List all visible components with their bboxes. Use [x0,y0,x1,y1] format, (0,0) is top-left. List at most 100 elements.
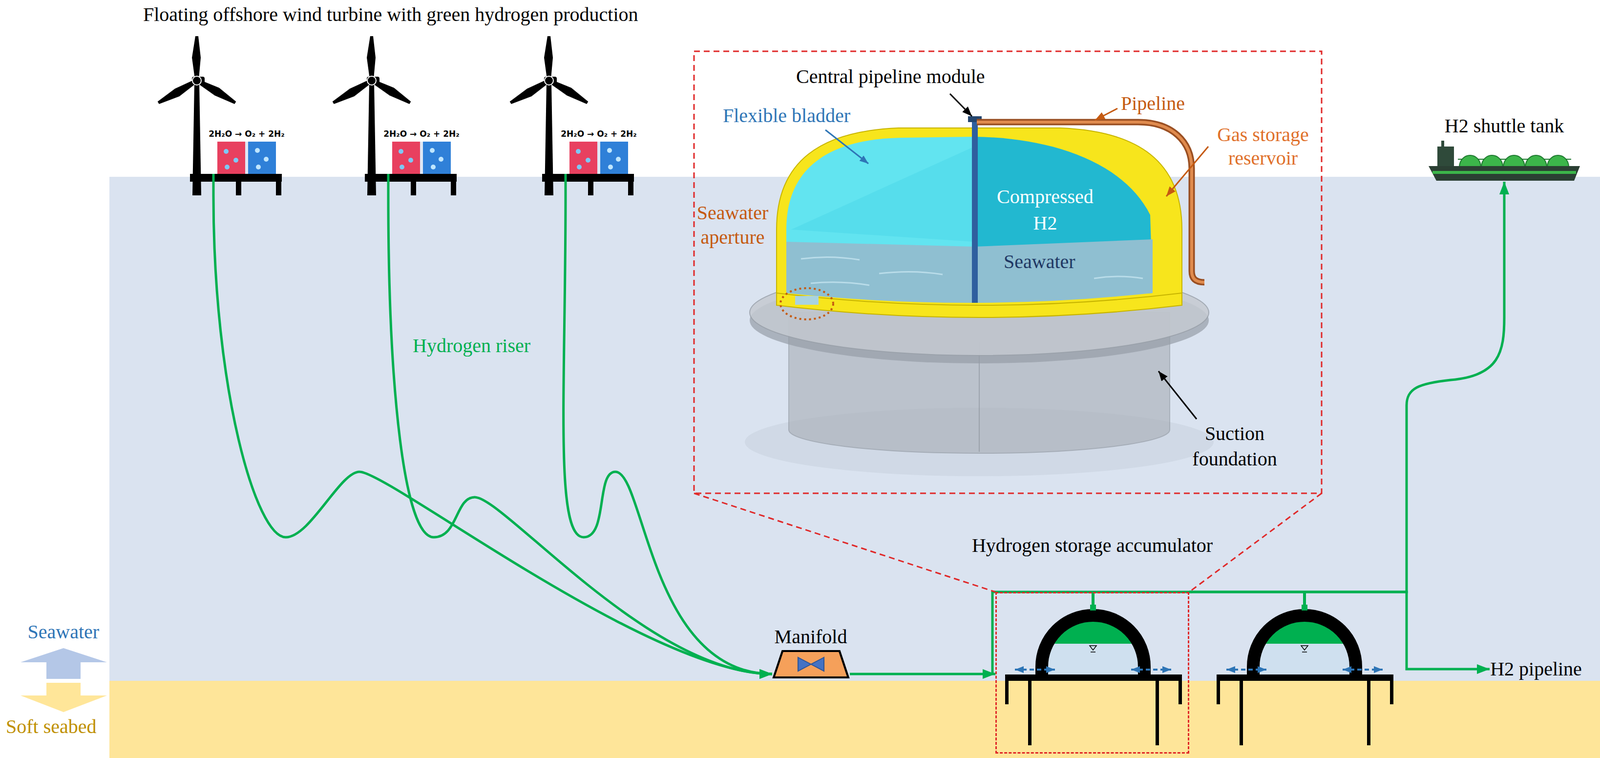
stub-pipe [1091,591,1095,606]
bubble [607,147,612,153]
seawater-aperture [795,295,819,305]
bubble [399,164,405,170]
seawater-volume [786,239,1153,303]
hydrogen-line [563,173,773,674]
ship-mast [1441,140,1445,148]
pipeline-outlet: H2 pipeline [1489,657,1583,681]
leader-line [825,129,869,164]
central-pipe [971,119,978,303]
pipeline [976,122,1205,283]
node-label: H2 shuttle tank [1428,114,1580,138]
membrane [420,141,423,174]
legend-label: Seawater [27,620,100,644]
stub-pipe [1303,591,1306,606]
electrolyzer-stack [569,141,629,174]
electrolyzer-node: 2H₂O → O₂ + 2H₂ [558,128,639,174]
hydrogen-line [1189,181,1505,592]
node-label: 2H₂O → O₂ + 2H₂ [558,128,639,140]
diagram-title: Floating offshore wind turbine with gree… [143,2,639,27]
up-arrow [20,648,107,679]
bubble [255,164,261,170]
shuttle-tank-node: H2 shuttle tank [1428,114,1580,182]
reservoir-base [776,293,1182,318]
electrolyzer-node: 2H₂O → O₂ + 2H₂ [206,128,287,174]
line-label: Hydrogen riser [412,334,531,358]
accumulator [1005,604,1182,746]
hull-stripe [1432,170,1577,174]
bubble [398,148,404,154]
bubble [608,164,613,170]
accumulator [1216,604,1394,746]
node-label: Manifold [772,625,850,649]
wind-turbine [331,36,457,196]
membrane [597,141,601,174]
inset-frame [694,51,1322,494]
membrane [245,141,249,174]
legend-label: Soft seabed [5,715,97,739]
part-label: Seawater aperture [686,200,779,250]
bubble [224,164,230,170]
seabed [109,680,1600,758]
electrolyzer-stack [392,141,451,174]
pipeline [976,122,1205,283]
node-label: Hydrogen storage accumulator [971,533,1214,558]
anode-cell [569,141,598,174]
cathode-cell [422,141,451,174]
ship-bridge [1437,146,1454,169]
electrolyzer-node: 2H₂O → O₂ + 2H₂ [381,128,462,174]
aperture-marker [780,288,834,320]
bubble [576,164,582,170]
part-label: Pipeline [1120,91,1185,116]
region-label: Compressed H2 [989,183,1102,237]
node-label: 2H₂O → O₂ + 2H₂ [206,128,287,140]
bubble [575,148,581,154]
valve-symbol [810,657,824,672]
part-label: Gas storage reservoir [1204,123,1322,170]
reservoir-shell [776,127,1182,312]
bubble [254,147,260,153]
region-label: Seawater [1003,250,1076,274]
anode-cell [217,141,246,174]
part-label: Central pipeline module [796,64,986,89]
accumulator-box: Hydrogen storage accumulator [995,591,1190,754]
wind-turbine [156,36,282,196]
zoom-line [694,493,996,592]
manifold-node: Manifold [772,625,850,679]
hydrogen-line [213,173,773,674]
bubble [408,157,414,163]
leader-line [1158,371,1197,420]
manifold-symbol [772,649,850,679]
bubble [429,147,435,153]
electrolyzer-stack [217,141,276,174]
ship-hull [1428,166,1580,181]
leader-line [949,93,972,117]
bubble [430,164,436,170]
hydrogen-line [849,673,996,676]
part-label: Flexible bladder [722,104,851,128]
hydrogen-line [1189,591,1490,670]
cathode-cell [247,141,276,174]
bubble [263,156,269,162]
node-label: H2 pipeline [1489,657,1583,681]
manifold-body [773,651,849,678]
node-label: 2H₂O → O₂ + 2H₂ [381,128,462,140]
part-label: Suction foundation [1183,421,1286,472]
sea [109,176,1600,681]
bladder-fold [791,146,975,242]
leader-line [1166,146,1209,197]
bubble [615,156,621,162]
valve-symbol [798,657,812,672]
anode-cell [392,141,421,174]
cathode-cell [599,141,629,174]
leader-line [1094,108,1118,121]
bubble [585,157,591,163]
bubble [233,157,239,163]
bubble [223,148,229,154]
bubble [438,156,444,162]
hydrogen-line [388,173,773,674]
shuttle-ship [1428,137,1580,182]
wind-turbine [508,36,634,196]
down-arrow [20,682,107,713]
